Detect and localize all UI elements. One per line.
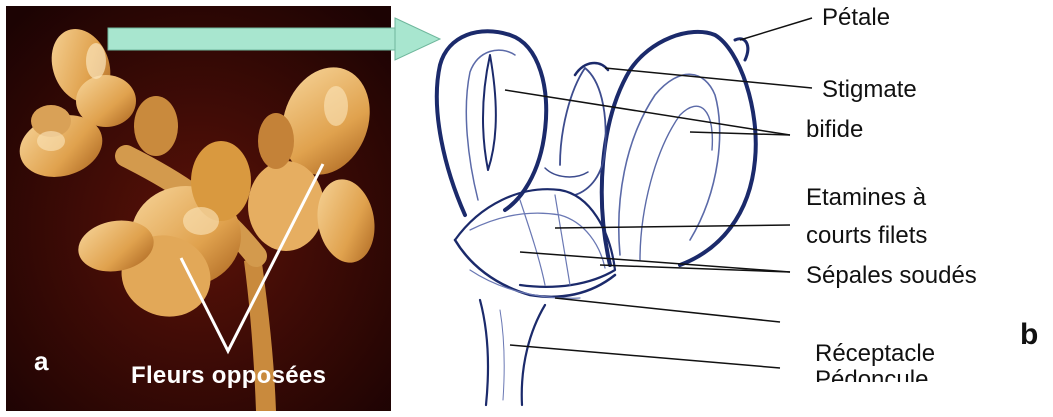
label-etamines-line2: courts filets — [806, 224, 927, 248]
panel-letter-b: b — [1020, 318, 1038, 352]
label-etamines-line1: Etamines à — [806, 186, 926, 210]
label-petale: Pétale — [822, 6, 890, 30]
leader-sepales-1 — [520, 252, 790, 272]
leader-lines — [505, 18, 812, 368]
leader-stigmate-1 — [605, 68, 812, 88]
label-pedoncule: Pédoncule — [815, 368, 928, 382]
leader-receptacle — [555, 298, 780, 322]
leader-etamines — [555, 225, 790, 228]
label-stigmate-line2: bifide — [806, 118, 863, 142]
leader-petale — [740, 18, 812, 40]
leader-pedoncule — [510, 345, 780, 368]
pointer-arrow — [108, 18, 440, 60]
label-sepales: Sépales soudés — [806, 264, 977, 288]
label-stigmate-line1: Stigmate — [822, 78, 917, 102]
label-receptacle: Réceptacle — [815, 342, 935, 366]
leader-sepales-2 — [600, 265, 790, 272]
